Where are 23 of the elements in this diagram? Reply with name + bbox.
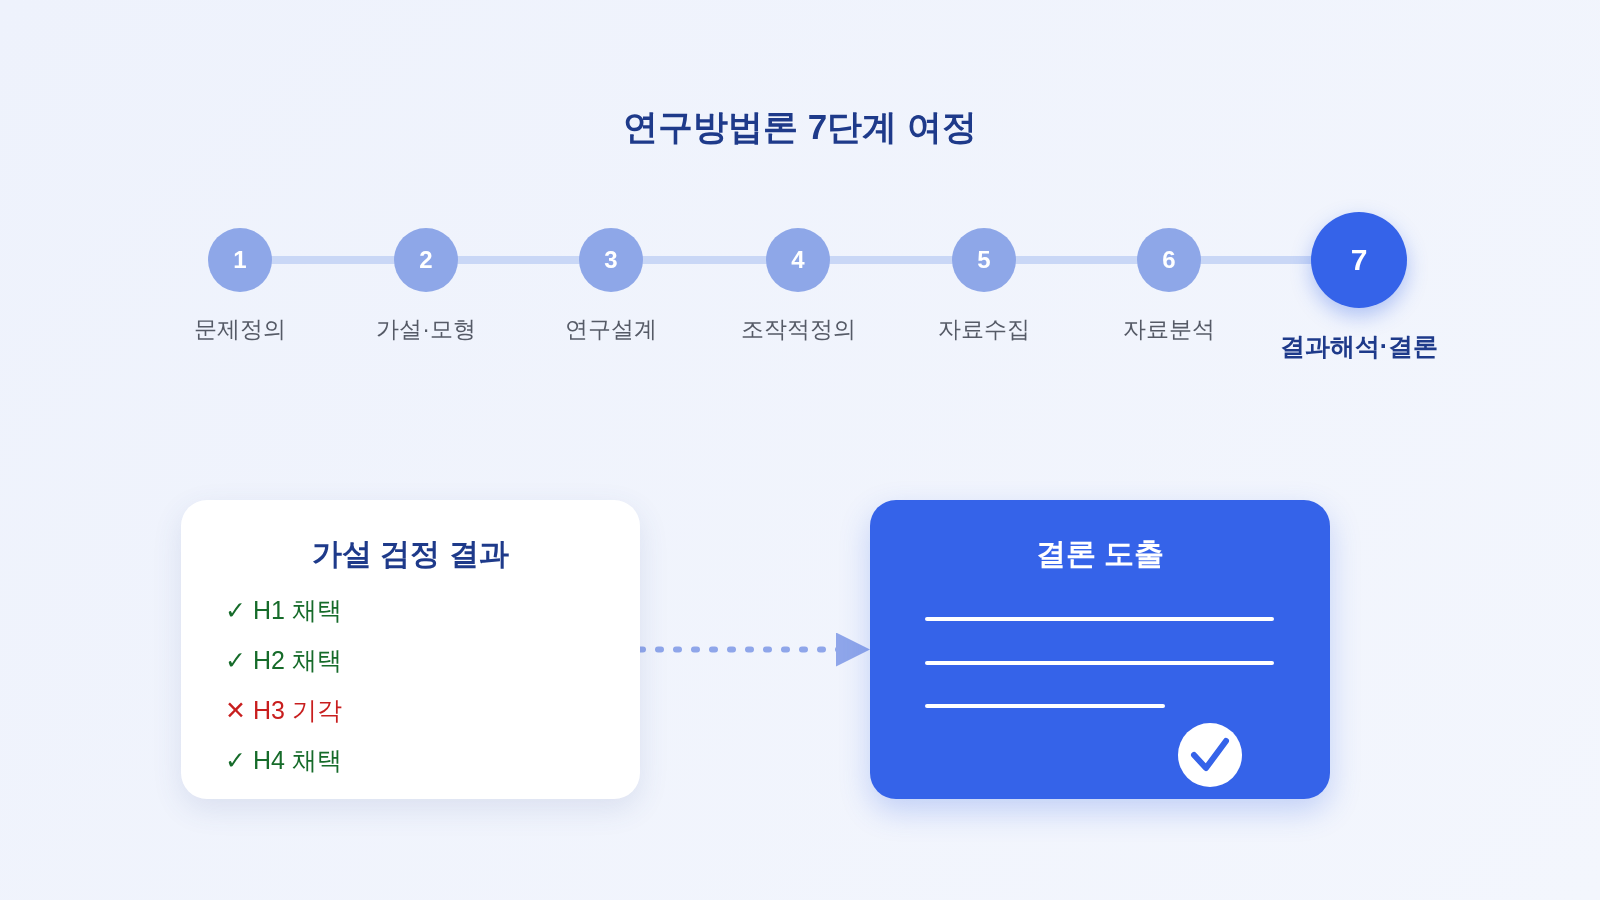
- hypothesis-result: ✓ H4 채택: [225, 745, 342, 776]
- hypothesis-result: ✓ H2 채택: [225, 645, 342, 676]
- step-label: 문제정의: [193, 315, 287, 344]
- active-step-circle: 7: [1311, 212, 1407, 308]
- step-circle: 6: [1137, 228, 1201, 292]
- step-label: 조작적정의: [739, 315, 857, 344]
- step-label: 연구설계: [564, 315, 658, 344]
- diagram-title: 연구방법론 7단계 여정: [622, 106, 978, 148]
- step-circle: 1: [208, 228, 272, 292]
- step-circle: 4: [766, 228, 830, 292]
- step-circle: 5: [952, 228, 1016, 292]
- hypothesis-result: ✕ H3 기각: [225, 695, 342, 726]
- step-label: 자료수집: [937, 315, 1031, 344]
- step-circle: 2: [394, 228, 458, 292]
- card-heading: 결론 도출: [1034, 536, 1166, 572]
- step-circle: 3: [579, 228, 643, 292]
- conclusion-card: [870, 500, 1330, 799]
- step-label: 가설·모형: [375, 315, 477, 344]
- result-card: [181, 500, 640, 799]
- step-label: 결과해석·결론: [1278, 331, 1440, 362]
- hypothesis-result: ✓ H1 채택: [225, 595, 342, 626]
- step-label: 자료분석: [1122, 315, 1216, 344]
- card-heading: 가설 검정 결과: [311, 536, 510, 572]
